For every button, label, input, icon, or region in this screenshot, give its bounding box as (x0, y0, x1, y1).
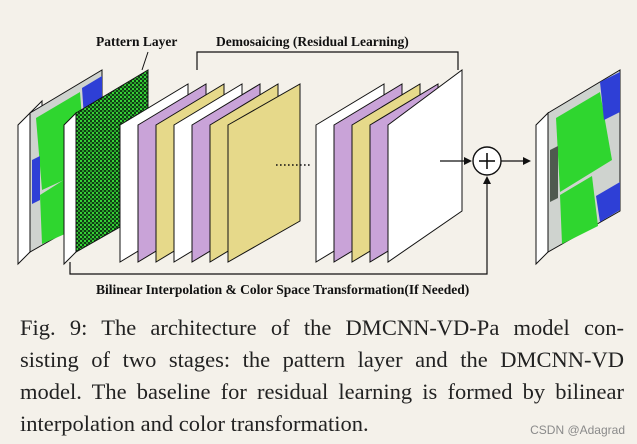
caption-line: Fig. 9: The architecture of the DMCNN-VD… (20, 315, 624, 340)
demosaicing-bracket (196, 51, 459, 70)
caption-line: model. The baseline for residual learnin… (20, 379, 624, 404)
pattern-layer-pointer (141, 51, 149, 71)
architecture-diagram: Pattern Layer Demosaicing (Residual Lear… (17, 34, 621, 297)
watermark: CSDN @Adagrad (530, 423, 625, 437)
figure-caption: Fig. 9: The architecture of the DMCNN-VD… (20, 312, 624, 440)
pattern-layer-label: Pattern Layer (96, 34, 177, 49)
baseline-label: Bilinear Interpolation & Color Space Tra… (96, 282, 469, 297)
caption-line: interpolation and color transformation. (20, 411, 369, 436)
baseline-connection (69, 180, 488, 275)
caption-line: sisting of two stages: the pattern layer… (20, 347, 624, 372)
output-image (535, 69, 621, 266)
sum-node (472, 146, 502, 176)
demosaicing-layers (119, 69, 463, 263)
demosaicing-label: Demosaicing (Residual Learning) (216, 34, 409, 49)
